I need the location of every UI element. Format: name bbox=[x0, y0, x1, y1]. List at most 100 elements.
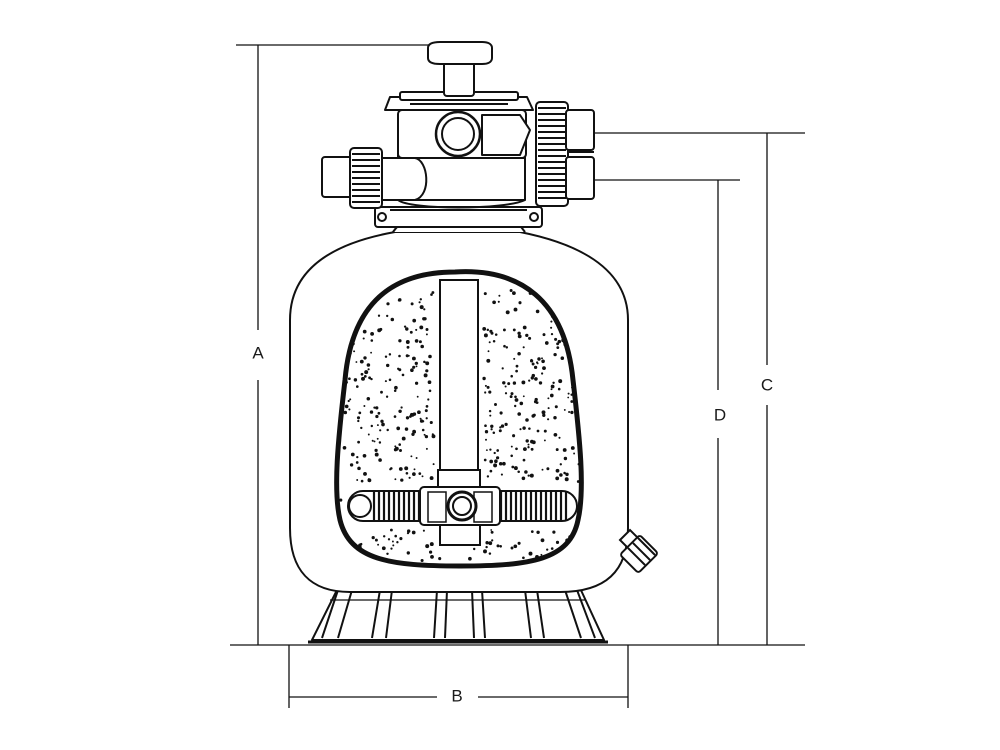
sand-grain bbox=[513, 307, 518, 312]
sand-grain bbox=[504, 392, 508, 395]
sand-grain bbox=[400, 406, 403, 409]
sand-grain bbox=[564, 477, 569, 482]
sand-grain bbox=[371, 535, 375, 540]
sand-grain bbox=[570, 410, 574, 415]
sand-grain bbox=[367, 433, 370, 436]
sand-grain bbox=[494, 333, 498, 336]
sand-grain bbox=[358, 411, 362, 415]
sand-grain bbox=[496, 544, 500, 548]
sand-grain bbox=[530, 439, 534, 444]
sand-grain bbox=[360, 372, 364, 376]
sand-grain bbox=[530, 530, 534, 533]
sand-grain bbox=[531, 362, 535, 366]
sand-grain bbox=[374, 452, 379, 457]
sand-grain bbox=[546, 467, 550, 471]
sand-grain bbox=[577, 463, 580, 466]
multiport-valve bbox=[321, 41, 595, 228]
sand-grain bbox=[368, 376, 371, 380]
sand-grain bbox=[549, 393, 554, 398]
sand-grain bbox=[517, 334, 522, 339]
sand-media-dots bbox=[339, 289, 580, 564]
sand-grain bbox=[518, 301, 522, 305]
sand-grain bbox=[519, 428, 522, 431]
sand-grain bbox=[494, 403, 497, 406]
sand-grain bbox=[438, 557, 442, 561]
sand-grain bbox=[355, 461, 359, 464]
sand-grain bbox=[535, 555, 539, 559]
sand-grain bbox=[400, 478, 404, 482]
sand-grain bbox=[411, 356, 416, 361]
sand-grain bbox=[528, 379, 531, 382]
sand-grain bbox=[502, 461, 506, 466]
sand-grain bbox=[468, 556, 472, 561]
sand-grain bbox=[501, 367, 504, 370]
lateral-collector bbox=[347, 486, 578, 546]
sand-grain bbox=[514, 398, 519, 402]
sand-grain bbox=[530, 447, 534, 451]
sand-grain bbox=[482, 376, 486, 381]
sand-grain bbox=[554, 405, 558, 409]
sand-grain bbox=[532, 413, 536, 417]
sand-grain bbox=[425, 405, 429, 408]
sand-grain bbox=[419, 419, 424, 423]
sand-grain bbox=[388, 353, 392, 356]
sand-grain bbox=[390, 547, 393, 550]
sand-grain bbox=[382, 535, 386, 538]
sand-grain bbox=[373, 406, 376, 409]
sand-grain bbox=[536, 530, 540, 535]
sand-grain bbox=[527, 443, 530, 446]
sand-grain bbox=[498, 429, 502, 433]
sand-grain bbox=[374, 448, 378, 453]
sand-grain bbox=[528, 291, 533, 295]
sand-grain bbox=[561, 338, 565, 343]
sand-grain bbox=[406, 529, 411, 533]
sand-grain bbox=[525, 439, 529, 443]
sand-grain bbox=[405, 416, 410, 420]
sand-grain bbox=[398, 368, 402, 372]
sand-grain bbox=[540, 372, 544, 375]
sand-grain bbox=[367, 368, 370, 371]
sand-grain bbox=[371, 439, 374, 442]
sand-grain bbox=[362, 329, 367, 334]
sand-grain bbox=[363, 471, 367, 476]
sand-grain bbox=[384, 380, 387, 383]
sand-grain bbox=[409, 415, 412, 418]
sand-grain bbox=[429, 550, 433, 554]
sand-grain bbox=[525, 418, 529, 422]
sand-grain bbox=[353, 350, 356, 353]
sand-grain bbox=[355, 361, 358, 363]
sand-grain bbox=[414, 381, 419, 385]
sand-grain bbox=[425, 333, 428, 336]
sand-grain bbox=[484, 391, 487, 394]
sand-grain bbox=[538, 381, 543, 385]
sand-grain bbox=[376, 437, 379, 440]
sand-grain bbox=[419, 298, 422, 301]
sand-grain bbox=[489, 469, 493, 473]
sand-grain bbox=[412, 318, 417, 323]
sand-grain bbox=[530, 376, 534, 380]
sand-grain bbox=[363, 405, 366, 407]
sand-grain bbox=[483, 549, 487, 554]
sand-grain bbox=[570, 446, 575, 450]
sand-grain bbox=[399, 449, 402, 452]
sand-grain bbox=[373, 440, 376, 443]
sand-grain bbox=[353, 378, 358, 382]
sand-grain bbox=[505, 310, 510, 315]
sand-grain bbox=[517, 541, 521, 545]
sand-grain bbox=[510, 392, 514, 396]
sand-grain bbox=[547, 407, 550, 410]
sand-grain bbox=[396, 541, 399, 544]
sand-grain bbox=[505, 346, 509, 349]
sand-grain bbox=[486, 475, 490, 478]
sand-grain bbox=[502, 381, 506, 385]
sand-grain bbox=[502, 328, 506, 332]
sand-grain bbox=[504, 385, 507, 388]
sand-grain bbox=[492, 340, 496, 343]
sand-grain bbox=[490, 529, 493, 531]
sand-grain bbox=[556, 346, 560, 349]
sand-grain bbox=[542, 413, 546, 417]
sand-grain bbox=[410, 368, 414, 373]
sand-grain bbox=[527, 474, 530, 477]
sand-grain bbox=[381, 546, 386, 551]
dim-c-label: C bbox=[761, 375, 773, 394]
